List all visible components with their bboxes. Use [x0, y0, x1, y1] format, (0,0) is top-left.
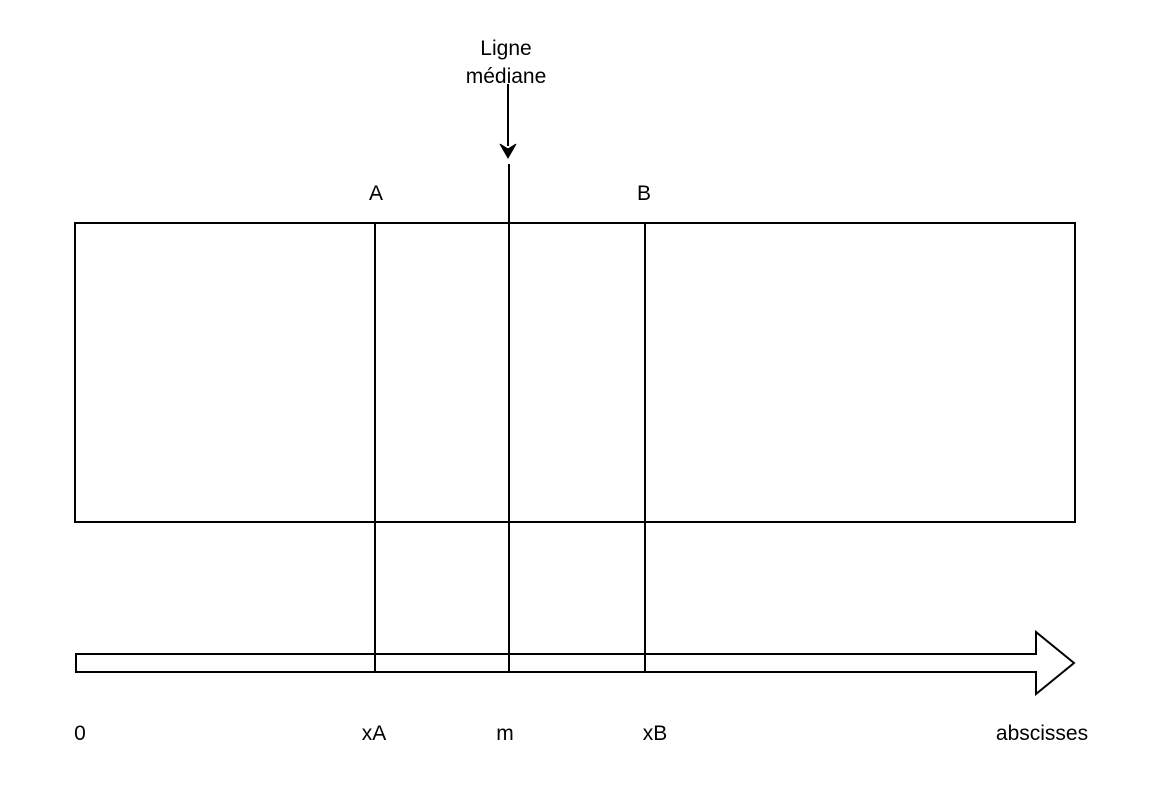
axis-m-label: m — [496, 722, 514, 745]
point-b-label: B — [637, 182, 651, 205]
median-label-line1: Ligne — [480, 37, 531, 60]
median-label-line2: médiane — [466, 65, 547, 88]
median-pointer-arrowhead-icon — [499, 143, 517, 160]
axis-xb-label: xB — [643, 722, 668, 745]
axis-xa-label: xA — [362, 722, 387, 745]
axis-name-label: abscisses — [996, 722, 1088, 745]
point-a-label: A — [369, 182, 383, 205]
axis-origin-label: 0 — [74, 722, 86, 745]
main-rectangle — [74, 222, 1076, 523]
abscissa-axis-arrow — [75, 629, 1076, 697]
